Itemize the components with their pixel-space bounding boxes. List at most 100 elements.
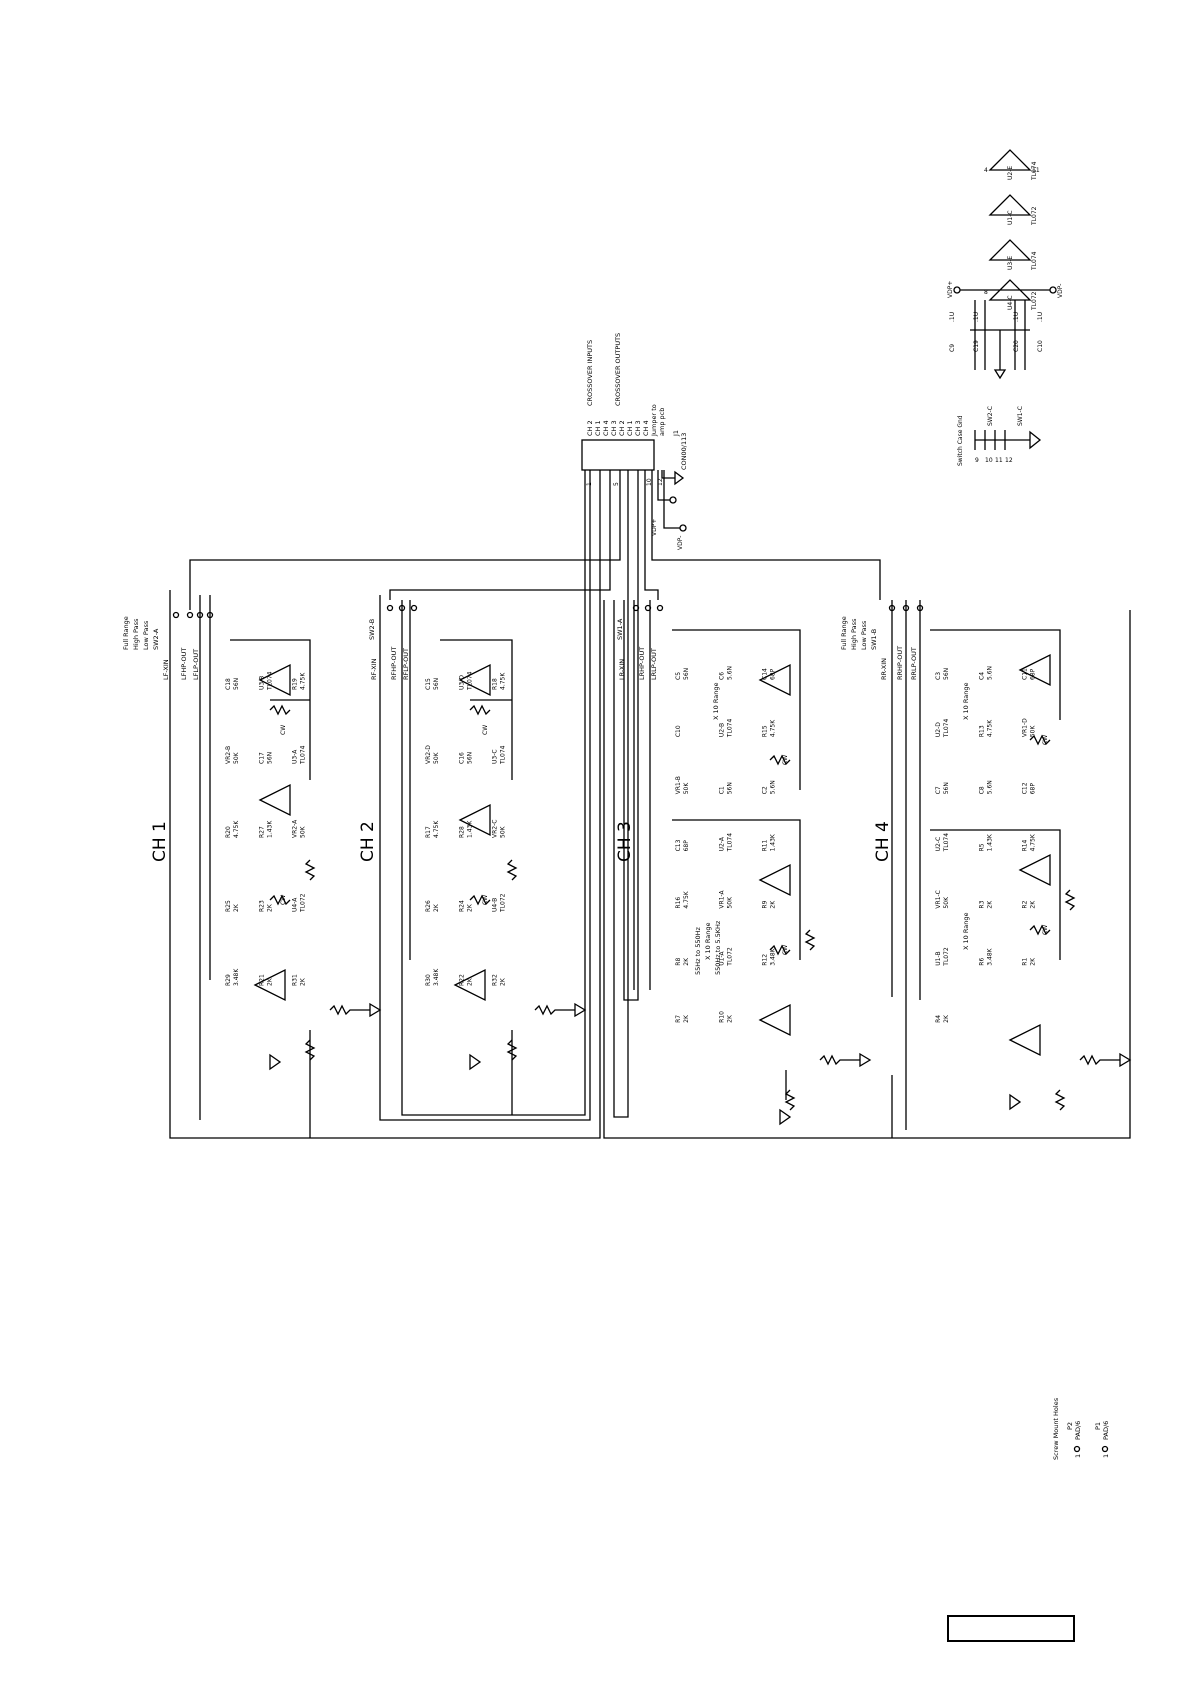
cw-marker: CW xyxy=(782,945,789,955)
component-ref: R30 xyxy=(425,974,432,986)
cw-marker: CW xyxy=(1042,925,1049,935)
ch4-circuit xyxy=(930,629,1132,1111)
switch-case-gnd: Switch Case Gnd SW2-C SW1-C 9 10 11 12 xyxy=(957,406,1042,466)
svg-text:SW1-B: SW1-B xyxy=(870,629,878,650)
cap-value: .1U xyxy=(1037,312,1044,322)
component-ref: C7 xyxy=(935,786,942,794)
svg-text:SW2-B: SW2-B xyxy=(368,619,376,640)
switch-ref: SW1-C xyxy=(1017,406,1024,426)
x10-range-label: X 10 Range xyxy=(962,683,970,720)
component-value: 2K xyxy=(433,903,440,912)
component-value: 2K xyxy=(466,977,473,986)
component-value: 3.48K xyxy=(986,947,993,965)
svg-text:RR-XIN: RR-XIN xyxy=(880,658,888,680)
component-ref: R22 xyxy=(458,974,465,986)
connector-pin-label: CH 2 xyxy=(618,420,626,436)
x10-range-label: X 10 Range xyxy=(962,913,970,950)
vdp-plus-label: VDP+ xyxy=(947,281,954,298)
component-value: 56N xyxy=(943,668,950,680)
pin-number: 1 xyxy=(586,482,593,486)
bus-wiring xyxy=(169,470,1131,1139)
svg-text:LRHP-OUT: LRHP-OUT xyxy=(638,647,646,680)
component-value: 2K xyxy=(683,957,690,966)
vdp-minus-label: VDP- xyxy=(677,536,684,550)
channel-title-3: CH 3 xyxy=(615,821,635,862)
component-value: 50K xyxy=(1030,725,1037,738)
component-ref: R1 xyxy=(1022,958,1029,966)
component-value: 1.43K xyxy=(986,833,993,851)
pin-number: 12 xyxy=(657,478,664,486)
component-ref: R13 xyxy=(978,725,985,737)
component-ref: R31 xyxy=(292,974,299,986)
component-value: 50K xyxy=(233,751,240,764)
component-value: 1.43K xyxy=(266,820,273,838)
opamp-type: TL074 xyxy=(1031,251,1038,271)
component-ref: C17 xyxy=(258,752,265,764)
component-ref: R29 xyxy=(225,974,232,986)
opamp-ref: U4-C xyxy=(1007,295,1014,310)
component-value: 68P xyxy=(1030,668,1037,680)
component-ref: VR1-A xyxy=(718,889,725,908)
channel-title-2: CH 2 xyxy=(358,821,378,862)
component-ref: R5 xyxy=(978,843,985,851)
component-ref: R24 xyxy=(458,900,465,912)
component-value: 2K xyxy=(1030,900,1037,909)
cap-ref: C20 xyxy=(1013,340,1020,352)
component-value: TL074 xyxy=(726,833,733,853)
vdp-minus-label: VDP- xyxy=(1057,284,1064,298)
component-value: 4.75K xyxy=(1030,833,1037,851)
connector-pin-label: Jumper to xyxy=(650,404,658,437)
opamp-ref: U1-C xyxy=(1007,210,1014,225)
component-ref: R7 xyxy=(675,1015,682,1023)
component-value: 2K xyxy=(266,977,273,986)
opamp-pin: 11 xyxy=(1032,167,1040,174)
component-value: 68P xyxy=(683,840,690,852)
svg-text:RF-XIN: RF-XIN xyxy=(370,658,378,680)
component-ref: R26 xyxy=(425,900,432,912)
component-ref: VR1-C xyxy=(935,890,942,908)
component-value: 4.75K xyxy=(770,719,777,737)
component-value: 2K xyxy=(770,900,777,909)
component-value: 5.6N xyxy=(986,780,993,794)
cap-ref: C19 xyxy=(973,340,980,352)
cw-marker: CW xyxy=(280,725,287,735)
connector-ref: J1 xyxy=(672,430,680,437)
connector-pin-label: CH 3 xyxy=(610,420,618,436)
component-value: 4.75K xyxy=(433,820,440,838)
mount-holes: Screw Mount Holes P2 PAD/6 P1 PAD/6 1 1 xyxy=(1052,1397,1110,1460)
opamp-type: TL072 xyxy=(1031,291,1038,311)
component-value: TL072 xyxy=(726,947,733,967)
component-ref: C8 xyxy=(978,786,985,794)
power-section: VDP+ VDP- C9 C19 C20 C10 .1U .1U .1U .1U… xyxy=(947,149,1064,380)
component-ref: C1 xyxy=(718,786,725,794)
component-value: 56N xyxy=(233,678,240,690)
component-ref: U3-B xyxy=(258,676,265,690)
component-ref: U2-A xyxy=(718,836,725,851)
component-value: 5.6N xyxy=(986,666,993,680)
opamp-type: TL072 xyxy=(1031,206,1038,226)
svg-text:LFLP-OUT: LFLP-OUT xyxy=(192,649,200,680)
channel-title-4: CH 4 xyxy=(873,821,893,862)
component-value: TL074 xyxy=(266,671,273,691)
component-ref: U2-C xyxy=(935,837,942,852)
component-ref: U3-D xyxy=(458,675,465,690)
range-high-label: 550Hz to 5.5KHz xyxy=(714,920,722,975)
svg-text:Low Pass: Low Pass xyxy=(860,620,868,650)
component-ref: R6 xyxy=(978,958,985,966)
component-ref: R20 xyxy=(225,826,232,838)
svg-text:LRLP-OUT: LRLP-OUT xyxy=(650,648,658,680)
component-value: 3.48K xyxy=(770,947,777,965)
component-ref: R27 xyxy=(258,826,265,838)
component-ref: R9 xyxy=(762,900,769,908)
ch3-switch-labels: SW1-A LR-XIN LRHP-OUT LRLP-OUT xyxy=(616,604,664,680)
cw-marker: CW xyxy=(1042,735,1049,745)
component-value: 56N xyxy=(943,782,950,794)
connector-pin-label: CH 3 xyxy=(634,420,642,436)
component-ref: C6 xyxy=(718,672,725,680)
connector-pin-label: CH 2 xyxy=(586,420,594,436)
component-ref: R25 xyxy=(225,900,232,912)
component-value: 50K xyxy=(300,825,307,838)
